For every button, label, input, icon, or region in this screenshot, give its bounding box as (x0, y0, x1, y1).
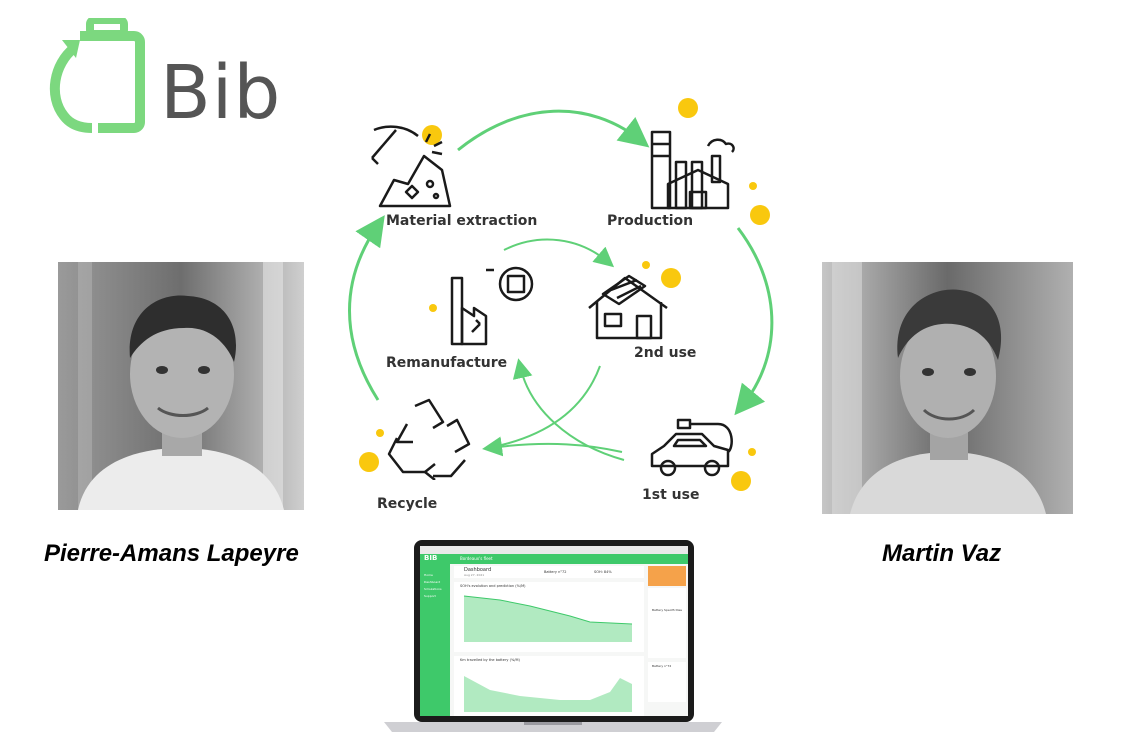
nav-item-dashboard[interactable]: Dashboard (424, 580, 441, 584)
factory-icon (650, 130, 735, 210)
stage-label-production: Production (603, 213, 698, 231)
portrait-pierre-amans (58, 262, 304, 510)
dashboard-screen: BIB Bordeaux's fleet Home Dashboard Simu… (420, 546, 688, 716)
dashboard-title-bar: Dashboard Aug 27, 2021 Battery n°72 SOH:… (454, 566, 644, 578)
battery-detail-card: Battery n°72 (648, 662, 686, 702)
battery-spec-card: Battery Specificities (648, 588, 686, 658)
battery-recycle-icon (49, 16, 145, 133)
brand-logo: Bib (40, 16, 310, 138)
nav-item-support[interactable]: Support (424, 594, 436, 598)
battery-label: Battery n°72 (544, 570, 567, 574)
nav-item-home[interactable]: Home (424, 573, 433, 577)
km-chart-title: Km travelled by the battery (%/M) (460, 658, 520, 662)
stage-label-remanufacture: Remanufacture (382, 355, 512, 373)
nav-item-simulations[interactable]: Simulations (424, 587, 442, 591)
person-name-left: Pierre-Amans Lapeyre (44, 540, 299, 567)
solar-house-icon (588, 274, 668, 340)
app-logo: BIB (424, 554, 438, 562)
app-sidebar: Home Dashboard Simulations Support (420, 564, 450, 716)
pickaxe-mining-icon (371, 125, 452, 208)
alert-banner (648, 566, 686, 586)
stage-label-second-use: 2nd use (630, 345, 701, 363)
app-header-title: Bordeaux's fleet (460, 556, 493, 561)
stage-label-recycle: Recycle (373, 496, 442, 514)
page-title: Dashboard (464, 567, 492, 573)
electric-car-icon (650, 418, 733, 477)
person-name-right: Martin Vaz (882, 540, 1002, 567)
km-chart-card: Km travelled by the battery (%/M) (454, 656, 644, 716)
remanufacture-factory-icon (450, 266, 534, 346)
lifecycle-arrows (348, 109, 774, 461)
recycle-icon (387, 398, 471, 480)
side-title-2: Battery n°72 (652, 664, 672, 668)
km-area-chart (464, 676, 632, 712)
page-date: Aug 27, 2021 (464, 573, 485, 577)
portrait-martin-vaz (822, 262, 1073, 514)
stage-label-material: Material extraction (382, 213, 542, 231)
soh-area-chart (463, 595, 633, 642)
laptop-dashboard-mockup: BIB Bordeaux's fleet Home Dashboard Simu… (384, 540, 722, 736)
browser-bar (420, 546, 688, 554)
brand-wordmark: Bib (160, 50, 282, 136)
soh-chart-title: SOH's evolution and prediction (%/M) (460, 584, 526, 588)
soh-chart-card: SOH's evolution and prediction (%/M) (454, 582, 644, 652)
app-header: BIB Bordeaux's fleet (420, 554, 688, 564)
side-title-1: Battery Specificities (652, 608, 682, 612)
stage-label-first-use: 1st use (638, 487, 704, 505)
soh-label: SOH: 84% (594, 570, 612, 574)
